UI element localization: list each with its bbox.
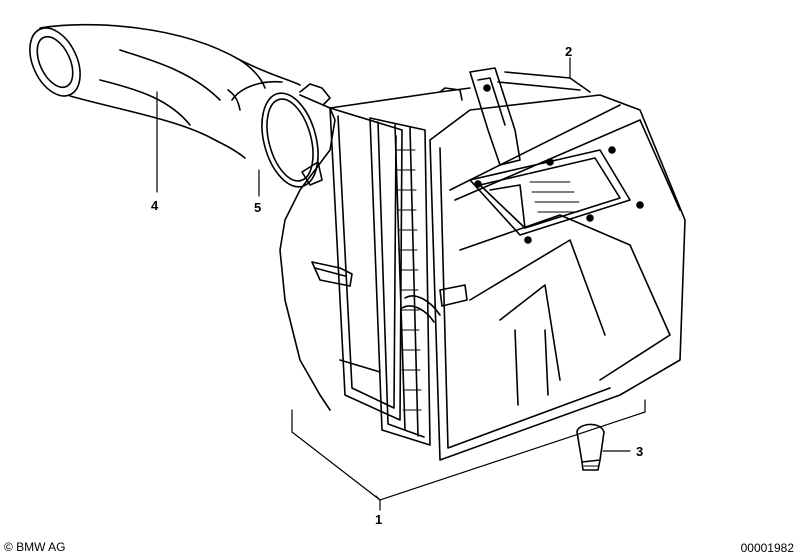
callout-2: 2: [565, 44, 572, 59]
callout-5: 5: [254, 200, 261, 215]
intake-hose-drawing: [29, 23, 301, 159]
valve-fitting-drawing: [576, 423, 605, 471]
callout-1: 1: [375, 512, 382, 527]
callout-4: 4: [151, 198, 159, 213]
filter-element-drawing: [369, 117, 431, 446]
document-number: 00001982: [740, 541, 794, 555]
seal-frame-drawing: [329, 107, 403, 421]
copyright-label: © BMW AG: [4, 540, 66, 554]
housing-cover-drawing: [401, 67, 686, 461]
callout-3: 3: [636, 444, 643, 459]
leader-lines: [156, 57, 631, 511]
hose-clamp-drawing: [231, 80, 331, 188]
